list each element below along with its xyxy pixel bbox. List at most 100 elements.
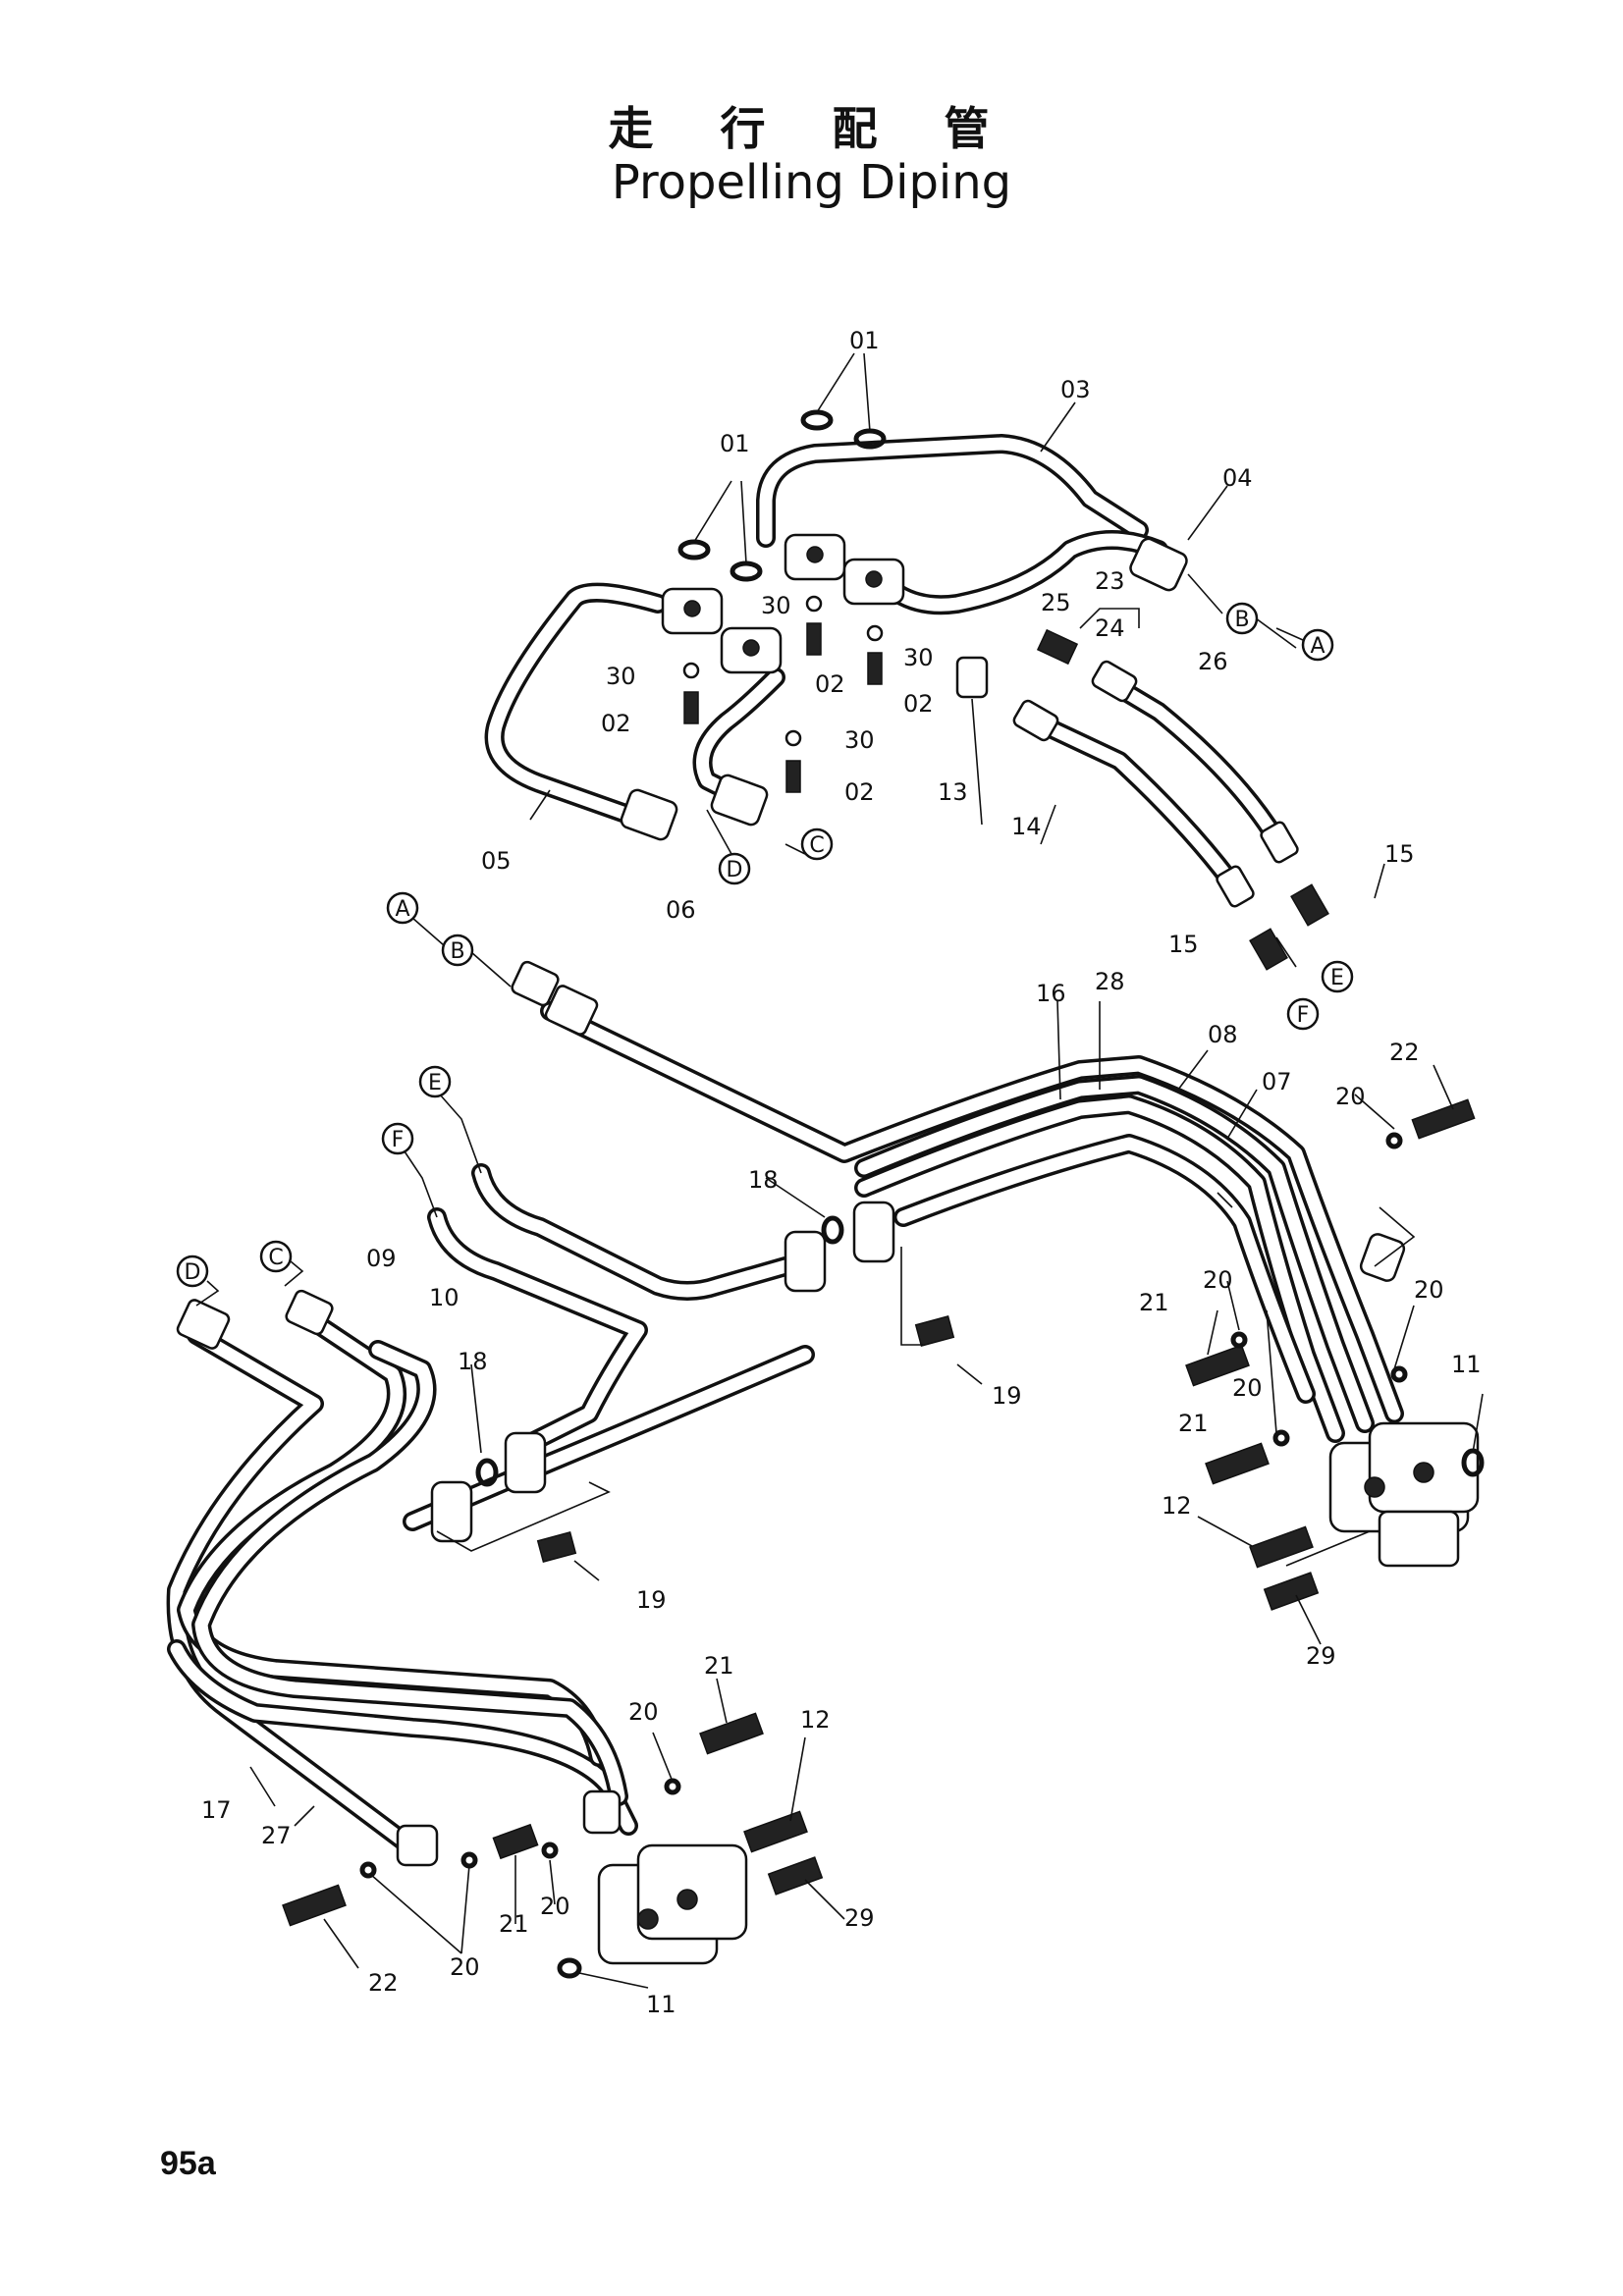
pipe-06	[692, 667, 785, 805]
flange-mid-18a	[784, 1201, 895, 1293]
label-08: 08	[1208, 1021, 1238, 1048]
page-title-japanese: 走 行 配 管	[608, 102, 1015, 155]
label-21c: 21	[704, 1652, 734, 1680]
flange-mid-18b	[430, 1431, 547, 1543]
svg-text:D: D	[185, 1260, 201, 1285]
label-20b: 20	[1203, 1266, 1233, 1294]
label-17: 17	[201, 1796, 232, 1824]
label-19b: 19	[636, 1586, 667, 1614]
label-26: 26	[1198, 648, 1228, 675]
pipe-10	[191, 1340, 628, 1806]
leader-lines	[249, 352, 1484, 1989]
pipe-28	[854, 1075, 1375, 1433]
label-22a: 22	[1389, 1039, 1420, 1066]
svg-text:A: A	[395, 897, 409, 922]
label-20f: 20	[540, 1893, 570, 1920]
label-05: 05	[481, 847, 512, 875]
svg-text:C: C	[268, 1246, 283, 1270]
label-03: 03	[1060, 376, 1091, 403]
label-20c: 20	[1232, 1374, 1263, 1402]
svg-text:E: E	[428, 1071, 442, 1095]
label-18a: 18	[748, 1166, 779, 1194]
label-27: 27	[261, 1822, 292, 1849]
valve-block-lower	[597, 1843, 748, 1965]
page-title-english: Propelling Diping	[611, 155, 1012, 210]
flange-top-3	[661, 587, 724, 635]
label-16: 16	[1036, 980, 1066, 1007]
bolts-19	[536, 1315, 955, 1563]
label-02c: 02	[903, 690, 934, 718]
connection-refs: A B C D E F A B	[176, 602, 1354, 1307]
svg-text:F: F	[1297, 1003, 1310, 1028]
pipe-E-branch	[471, 1163, 795, 1301]
label-11b: 11	[646, 1991, 676, 2018]
label-12b: 12	[800, 1706, 831, 1734]
pipe-08	[540, 1001, 1404, 1423]
svg-text:A: A	[1310, 634, 1325, 659]
label-28: 28	[1095, 968, 1125, 995]
label-22b: 22	[368, 1969, 399, 1997]
label-02d: 02	[844, 778, 875, 806]
label-30c: 30	[903, 644, 934, 671]
bolts-lower	[282, 1712, 824, 1979]
label-20e: 20	[628, 1698, 659, 1726]
label-24: 24	[1095, 614, 1125, 642]
label-02b: 02	[815, 670, 845, 698]
label-18b: 18	[458, 1348, 488, 1375]
label-06: 06	[666, 896, 696, 924]
svg-text:E: E	[1330, 966, 1344, 990]
svg-text:D: D	[727, 858, 743, 882]
svg-text:B: B	[1234, 608, 1249, 632]
o-rings-top	[677, 409, 887, 582]
ref-A-top: A	[1275, 627, 1334, 662]
svg-text:F: F	[392, 1128, 405, 1152]
pipe-F-branch	[427, 1207, 648, 1458]
valve-block-upper	[1328, 1421, 1480, 1568]
pipe-27	[167, 1639, 638, 1836]
label-04: 04	[1222, 464, 1253, 492]
pipe-07	[893, 1134, 1316, 1404]
flange-top-1	[784, 533, 846, 581]
ref-C-top: C	[800, 828, 834, 861]
ref-D-top: D	[718, 852, 751, 885]
label-23: 23	[1095, 567, 1125, 595]
ref-D-low: D	[176, 1255, 220, 1307]
label-09: 09	[366, 1245, 397, 1272]
fitting-C-low	[285, 1289, 334, 1336]
svg-text:C: C	[809, 833, 824, 858]
fitting-B-mid	[511, 960, 599, 1036]
label-30b: 30	[761, 592, 791, 619]
page-number: 95a	[160, 2145, 216, 2182]
part-number-labels: 01 01 03 04 05 06 07 08 09 10 02 02 02 0…	[201, 327, 1482, 2018]
label-21d: 21	[499, 1910, 529, 1938]
label-11a: 11	[1451, 1351, 1482, 1378]
label-20a: 20	[1335, 1083, 1366, 1110]
ref-F-mid: F	[381, 1122, 414, 1155]
pipe-26	[1100, 672, 1286, 849]
pipe-lower-inner	[403, 1345, 815, 1531]
label-29a: 29	[1306, 1642, 1336, 1670]
pipe-05	[484, 582, 668, 825]
label-12a: 12	[1162, 1492, 1192, 1520]
fitting-D-low	[176, 1299, 231, 1350]
label-15b: 15	[1168, 931, 1199, 958]
washers-30-top	[682, 595, 884, 747]
pipe-16	[854, 1095, 1345, 1443]
label-02a: 02	[601, 710, 631, 737]
label-14: 14	[1011, 813, 1042, 840]
flange-top-4	[720, 626, 783, 674]
label-25: 25	[1041, 589, 1071, 616]
flange-top-2	[842, 558, 905, 606]
ref-F-top: F	[1286, 997, 1320, 1031]
label-30d: 30	[844, 726, 875, 754]
svg-text:B: B	[450, 939, 464, 964]
rings-mid	[475, 1215, 844, 1487]
label-21a: 21	[1139, 1289, 1169, 1316]
ref-C-low: C	[259, 1240, 304, 1287]
pipe-end-fittings-top	[620, 537, 1329, 971]
label-10: 10	[429, 1284, 460, 1311]
label-30a: 30	[606, 663, 636, 690]
label-29b: 29	[844, 1904, 875, 1932]
pipe-03	[756, 434, 1149, 548]
